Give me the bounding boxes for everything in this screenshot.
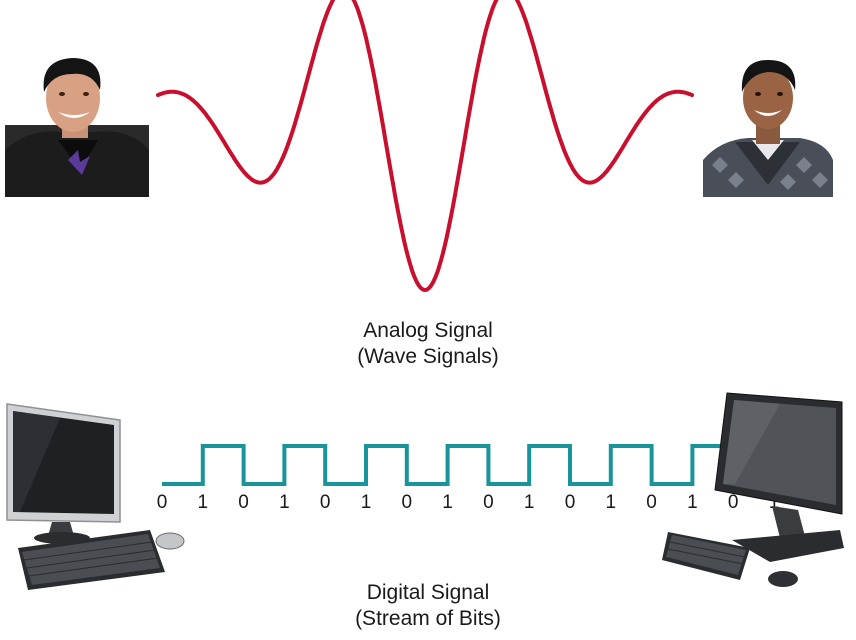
analog-wave — [156, 0, 694, 293]
bit-label: 1 — [442, 492, 453, 513]
desktop-computer-right-icon — [662, 392, 844, 587]
bit-label: 1 — [687, 492, 698, 513]
person-left-icon — [5, 58, 149, 197]
analog-caption: Analog Signal (Wave Signals) — [228, 318, 628, 370]
digital-subtitle: (Stream of Bits) — [355, 607, 501, 630]
bit-label: 0 — [157, 492, 168, 513]
bit-label: 0 — [320, 492, 331, 513]
bit-label: 0 — [646, 492, 657, 513]
bit-label: 0 — [728, 492, 739, 513]
bit-label: 1 — [198, 492, 209, 513]
bit-labels: 0 1 0 1 0 1 0 1 0 1 0 1 0 1 0 1 — [157, 492, 780, 513]
bit-label: 1 — [769, 492, 780, 513]
digital-title: Digital Signal — [366, 581, 490, 604]
bit-label: 0 — [402, 492, 413, 513]
bit-label: 1 — [524, 492, 535, 513]
bit-label: 0 — [565, 492, 576, 513]
bit-label: 0 — [483, 492, 494, 513]
bit-label: 1 — [606, 492, 617, 513]
bit-label: 0 — [238, 492, 249, 513]
digital-square-wave — [162, 444, 776, 486]
bit-label: 1 — [361, 492, 372, 513]
bit-label: 1 — [279, 492, 290, 513]
analog-title: Analog Signal — [363, 319, 493, 342]
digital-caption: Digital Signal (Stream of Bits) — [228, 580, 628, 632]
person-right-icon — [703, 60, 833, 197]
desktop-computer-left-icon — [6, 403, 185, 590]
analog-subtitle: (Wave Signals) — [357, 345, 499, 368]
